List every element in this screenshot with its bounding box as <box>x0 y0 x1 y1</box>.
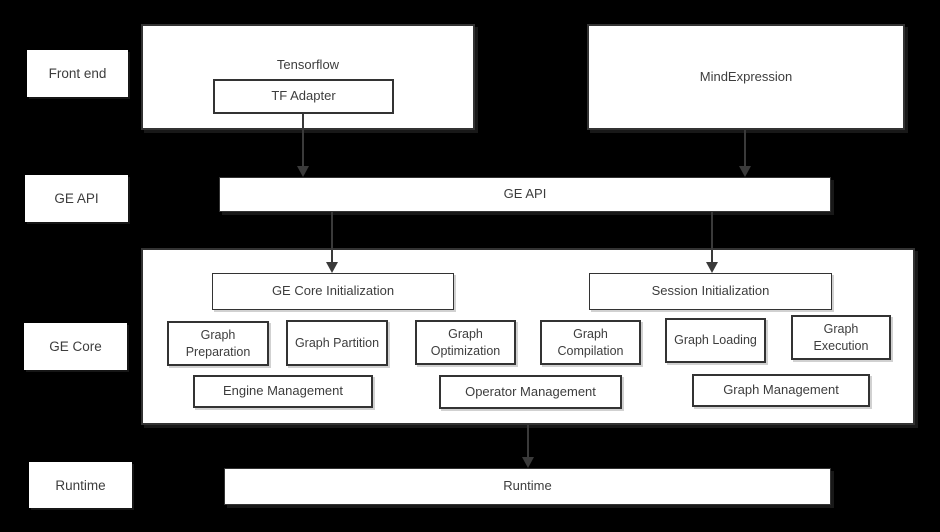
arrow-head-tf-adapter-to-ge-api <box>297 166 309 177</box>
runtime-bar-label: Runtime <box>503 478 552 494</box>
row-label-ge-api-text: GE API <box>54 191 99 206</box>
row-label-ge-core: GE Core <box>24 323 127 370</box>
row-label-ge-core-text: GE Core <box>49 339 102 354</box>
arrow-stem-ge-api-to-session-initialization <box>711 212 713 264</box>
management-label-engine-management: Engine Management <box>223 383 343 399</box>
mindexpression-label: MindExpression <box>699 68 793 84</box>
module-label-graph-compilation: Graph Compilation <box>557 326 624 358</box>
module-box-graph-execution: Graph Execution <box>791 315 891 360</box>
management-label-graph-management: Graph Management <box>723 382 839 398</box>
mindexpression-box: MindExpression <box>587 24 905 130</box>
row-label-runtime: Runtime <box>29 462 132 508</box>
row-label-runtime-text: Runtime <box>55 477 106 493</box>
module-box-graph-preparation: Graph Preparation <box>167 321 269 366</box>
ge-core-initialization-box: GE Core Initialization <box>212 273 454 310</box>
module-label-graph-preparation: Graph Preparation <box>185 327 251 359</box>
runtime-bar: Runtime <box>224 468 831 505</box>
module-box-graph-loading: Graph Loading <box>665 318 766 363</box>
module-box-graph-compilation: Graph Compilation <box>540 320 641 365</box>
arrow-stem-ge-core-to-runtime <box>527 425 529 459</box>
row-label-front-end-text: Front end <box>48 66 107 81</box>
module-label-graph-partition: Graph Partition <box>294 335 380 350</box>
ge-api-bar-label: GE API <box>503 186 547 202</box>
management-box-engine-management: Engine Management <box>193 375 373 408</box>
ge-api-bar: GE API <box>219 177 831 212</box>
module-box-graph-partition: Graph Partition <box>286 320 388 366</box>
arrow-stem-ge-api-to-ge-core-initialization <box>331 212 333 264</box>
tensorflow-title: Tensorflow <box>276 57 340 72</box>
ge-core-initialization-label: GE Core Initialization <box>271 283 395 299</box>
tf-adapter-box: TF Adapter <box>213 79 394 114</box>
module-label-graph-loading: Graph Loading <box>674 333 757 347</box>
tensorflow-box: Tensorflow <box>141 24 475 130</box>
arrow-head-ge-core-to-runtime <box>522 457 534 468</box>
module-label-graph-optimization: Graph Optimization <box>430 326 501 358</box>
tf-adapter-label: TF Adapter <box>271 88 336 104</box>
arrow-head-ge-api-to-session-initialization <box>706 262 718 273</box>
arrow-stem-tf-adapter-to-ge-api <box>302 114 304 168</box>
arrow-head-mindexpression-to-ge-api <box>739 166 751 177</box>
management-box-graph-management: Graph Management <box>692 374 870 407</box>
session-initialization-box: Session Initialization <box>589 273 832 310</box>
management-label-operator-management: Operator Management <box>465 383 596 399</box>
module-box-graph-optimization: Graph Optimization <box>415 320 516 365</box>
row-label-ge-api: GE API <box>25 175 128 222</box>
row-label-front-end: Front end <box>27 50 128 97</box>
arrow-head-ge-api-to-ge-core-initialization <box>326 262 338 273</box>
session-initialization-label: Session Initialization <box>651 283 770 299</box>
arrow-stem-mindexpression-to-ge-api <box>744 130 746 168</box>
module-label-graph-execution: Graph Execution <box>813 321 869 353</box>
management-box-operator-management: Operator Management <box>439 375 622 409</box>
